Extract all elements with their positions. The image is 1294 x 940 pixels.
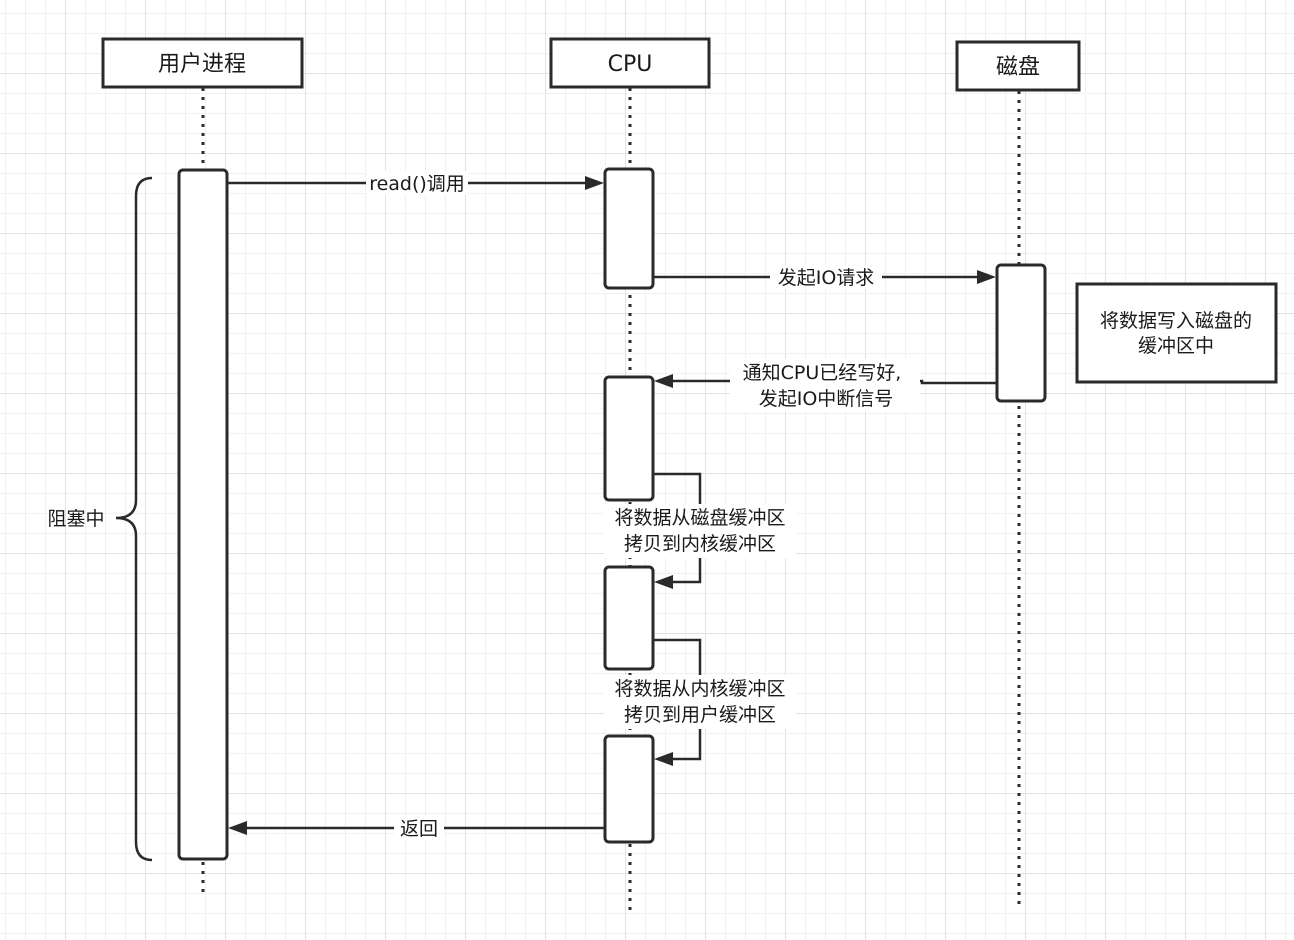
arrowhead-icon [228,821,247,835]
message-copy-to-user[interactable]: 将数据从内核缓冲区 拷贝到用户缓冲区 [604,638,796,766]
arrowhead-icon [585,176,604,190]
message-io-interrupt[interactable]: 通知CPU已经写好, 发起IO中断信号 [654,359,996,411]
message-io-request-label: 发起IO请求 [778,267,875,289]
participant-disk[interactable]: 磁盘 [955,40,1081,92]
activation-cpu-2[interactable] [603,375,655,502]
message-copy-to-kernel[interactable]: 将数据从磁盘缓冲区 拷贝到内核缓冲区 [604,472,796,589]
message-read-call-label: read()调用 [369,173,465,195]
message-return-label: 返回 [400,818,438,840]
message-copy-to-user-label-1: 将数据从内核缓冲区 [614,678,785,700]
message-io-interrupt-label-1: 通知CPU已经写好, [743,362,902,384]
message-copy-to-user-label-2: 拷贝到用户缓冲区 [624,704,776,726]
message-io-request[interactable]: 发起IO请求 [654,265,996,289]
blocking-label: 阻塞中 [47,508,104,530]
message-copy-to-kernel-label-2: 拷贝到内核缓冲区 [624,533,776,555]
activation-cpu-3[interactable] [603,565,655,671]
arrowhead-icon [977,270,996,284]
message-io-interrupt-label-2: 发起IO中断信号 [759,388,894,410]
activation-cpu-4[interactable] [603,734,655,844]
message-copy-to-kernel-label-1: 将数据从磁盘缓冲区 [614,507,785,529]
activation-disk[interactable] [995,263,1047,403]
arrowhead-icon [654,575,673,589]
activation-cpu-1[interactable] [603,167,655,290]
arrowhead-icon [654,752,673,766]
participant-disk-label: 磁盘 [996,55,1040,80]
participant-cpu[interactable]: CPU [549,37,711,89]
participant-user-process[interactable]: 用户进程 [101,37,304,89]
message-read-call[interactable]: read()调用 [228,171,604,195]
disk-note-line-2: 缓冲区中 [1138,335,1214,357]
message-return[interactable]: 返回 [228,816,604,840]
participant-cpu-label: CPU [608,52,653,77]
arrowhead-icon [654,374,673,388]
activation-user-process[interactable] [177,168,229,861]
participant-user-process-label: 用户进程 [158,52,246,77]
blocking-brace [115,176,153,862]
disk-note[interactable]: 将数据写入磁盘的 缓冲区中 [1075,282,1278,384]
disk-note-line-1: 将数据写入磁盘的 [1100,310,1252,332]
